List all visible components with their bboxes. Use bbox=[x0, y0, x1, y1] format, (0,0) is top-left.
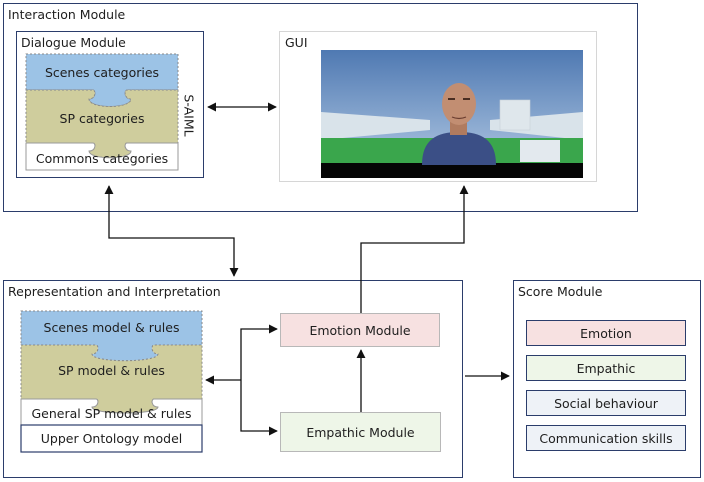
scenes-model-label: Scenes model & rules bbox=[43, 320, 180, 335]
scenes-categories-label: Scenes categories bbox=[44, 65, 160, 80]
commons-categories-label: Commons categories bbox=[35, 151, 169, 166]
gui-title: GUI bbox=[285, 35, 308, 50]
general-sp-piece bbox=[20, 398, 203, 426]
sp-model-label: SP model & rules bbox=[58, 363, 165, 378]
arrow-bracket-empathic bbox=[240, 380, 278, 436]
arrow-bracket-emotion bbox=[240, 324, 278, 380]
s-aiml-label: S-AIML bbox=[181, 94, 197, 137]
gui-scene-image bbox=[321, 50, 583, 178]
sp-categories-label: SP categories bbox=[59, 111, 145, 126]
empathic-module-box: Empathic Module bbox=[280, 412, 441, 452]
commons-categories-piece bbox=[25, 142, 179, 171]
arrow-dialogue-representation bbox=[104, 185, 239, 277]
interaction-module-title: Interaction Module bbox=[8, 7, 126, 22]
score-communication-skills-item: Communication skills bbox=[526, 425, 686, 451]
score-empathic-item: Empathic bbox=[526, 355, 686, 381]
score-module-title: Score Module bbox=[518, 284, 603, 299]
score-social-behaviour-item: Social behaviour bbox=[526, 390, 686, 416]
dialogue-module-title: Dialogue Module bbox=[21, 35, 126, 50]
emotion-module-box: Emotion Module bbox=[280, 313, 440, 347]
upper-ontology-box bbox=[20, 424, 203, 453]
representation-title: Representation and Interpretation bbox=[8, 284, 221, 299]
score-emotion-item: Emotion bbox=[526, 320, 686, 346]
upper-ontology-label: Upper Ontology model bbox=[40, 431, 183, 446]
general-sp-label: General SP model & rules bbox=[31, 406, 192, 421]
arrow-emotion-gui bbox=[360, 185, 469, 313]
